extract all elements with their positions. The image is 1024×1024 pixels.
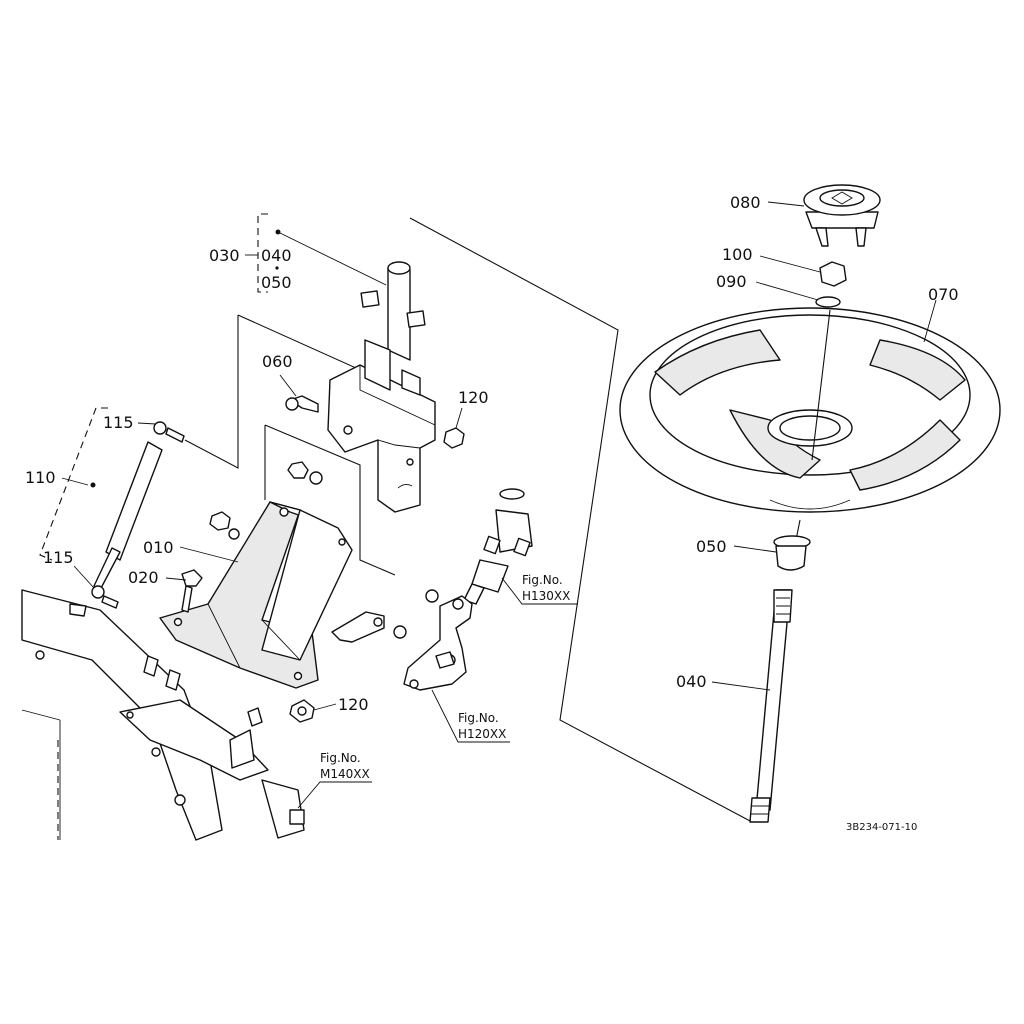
label-060: 060 <box>262 352 293 371</box>
pivot-plate <box>403 595 473 691</box>
universal-joint <box>463 488 533 605</box>
label-030: 030 <box>209 246 240 265</box>
label-110: 110 <box>25 468 56 487</box>
label-040-top: 040 <box>261 246 292 265</box>
label-080: 080 <box>730 193 761 212</box>
figref-m140-code: M140XX <box>320 767 370 781</box>
figref-h120-prefix: Fig.No. <box>458 711 499 725</box>
washer-090 <box>815 296 841 308</box>
gas-spring <box>90 421 185 609</box>
label-115-lower: 115 <box>43 548 74 567</box>
label-115-upper: 115 <box>103 413 134 432</box>
figref-m140-prefix: Fig.No. <box>320 751 361 765</box>
column-group-outline <box>184 217 753 823</box>
label-120-upper: 120 <box>458 388 489 407</box>
small-hardware <box>181 395 465 723</box>
mounting-bracket <box>159 501 353 689</box>
label-010: 010 <box>143 538 174 557</box>
nut-100 <box>819 261 847 287</box>
label-050-top: 050 <box>261 273 292 292</box>
label-120-lower: 120 <box>338 695 369 714</box>
label-040: 040 <box>676 672 707 691</box>
steering-shaft-040 <box>749 589 793 823</box>
wheel-axis-line <box>811 309 831 461</box>
figref-h120-code: H120XX <box>458 727 506 741</box>
drawing-code: 3B234-071-10 <box>846 822 917 833</box>
label-100: 100 <box>722 245 753 264</box>
bushing-050 <box>773 535 811 571</box>
leader-lines <box>61 201 937 809</box>
center-cap <box>803 184 881 247</box>
steering-wheel <box>619 307 1001 513</box>
gas-spring-group-bracket <box>39 407 108 561</box>
label-050: 050 <box>696 537 727 556</box>
label-070: 070 <box>928 285 959 304</box>
figref-h130-prefix: Fig.No. <box>522 573 563 587</box>
steering-column-assembly <box>327 261 436 513</box>
tractor-frame <box>21 589 305 841</box>
figref-h130-code: H130XX <box>522 589 570 603</box>
label-090: 090 <box>716 272 747 291</box>
label-020: 020 <box>128 568 159 587</box>
